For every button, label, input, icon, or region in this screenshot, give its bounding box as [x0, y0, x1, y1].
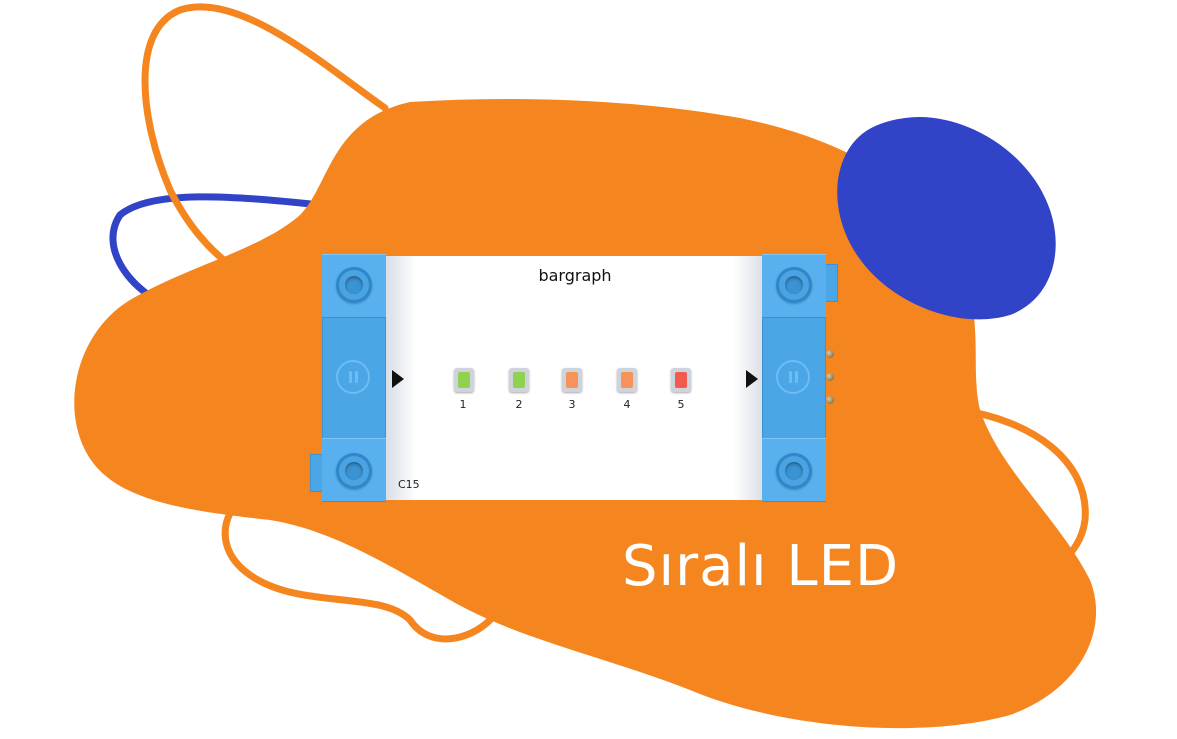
led-number: 5: [677, 398, 685, 411]
led-5: [671, 368, 691, 392]
screw-icon: [336, 267, 372, 303]
led-1-chip: [458, 372, 470, 388]
pause-icon: [336, 360, 370, 394]
left-rail: [322, 254, 386, 502]
module-code: C15: [398, 478, 420, 491]
led-number: 2: [515, 398, 523, 411]
caption-title: Sıralı LED: [622, 534, 900, 599]
screw-icon: [776, 267, 812, 303]
led-2-chip: [513, 372, 525, 388]
led-4-chip: [621, 372, 633, 388]
connector-tab-left: [310, 454, 324, 492]
led-4: [617, 368, 637, 392]
orange-outline-loop-top: [141, 3, 389, 304]
led-3-chip: [566, 372, 578, 388]
pin-2: [826, 373, 834, 381]
module-panel: bargraph 1 2 3 4 5 C15: [386, 256, 764, 500]
output-arrow-icon: [746, 370, 758, 388]
blue-blob: [837, 116, 1056, 320]
input-arrow-icon: [392, 370, 404, 388]
led-3: [562, 368, 582, 392]
bargraph-module: bargraph 1 2 3 4 5 C15: [310, 254, 838, 502]
led-1: [454, 368, 474, 392]
connector-tab-right: [824, 264, 838, 302]
blue-wire: [109, 193, 324, 309]
screw-icon: [336, 453, 372, 489]
led-number: 1: [459, 398, 467, 411]
pause-icon: [776, 360, 810, 394]
right-rail: [762, 254, 826, 502]
led-number: 4: [623, 398, 631, 411]
screw-icon: [776, 453, 812, 489]
pin-3: [826, 396, 834, 404]
led-number: 3: [568, 398, 576, 411]
pin-1: [826, 350, 834, 358]
module-title: bargraph: [538, 266, 612, 285]
led-5-chip: [675, 372, 687, 388]
led-2: [509, 368, 529, 392]
